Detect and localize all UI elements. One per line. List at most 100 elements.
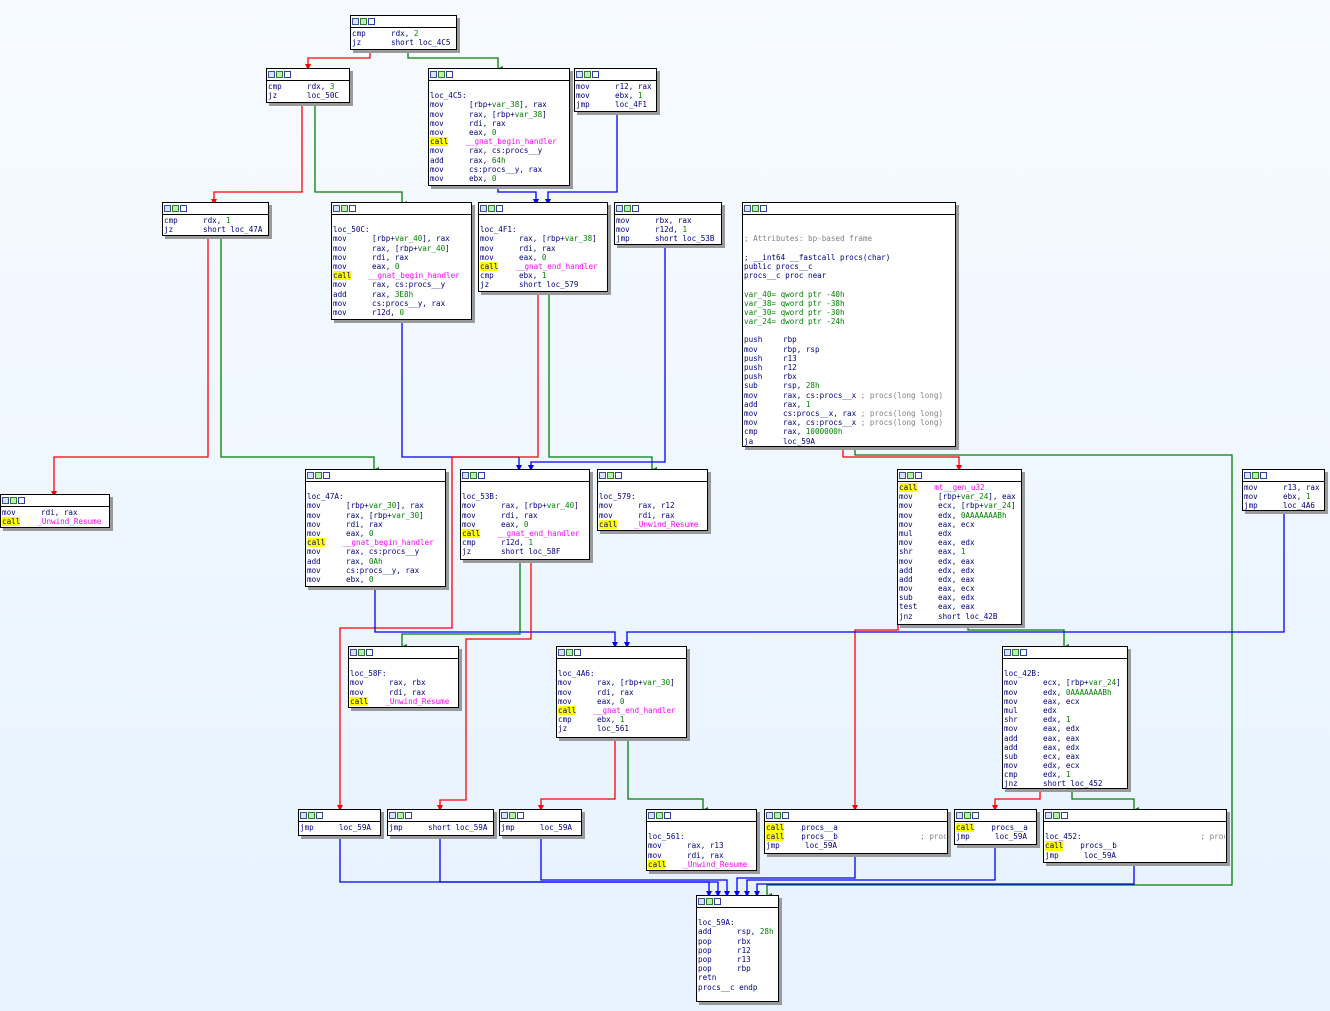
graph-icon[interactable] [470,472,477,479]
label-text[interactable]: loc_561: [648,832,685,842]
graph-icon[interactable] [607,472,614,479]
graph-icon[interactable] [584,71,591,78]
graph-icon[interactable] [276,71,283,78]
function-ref[interactable]: mt__gen_u32 [934,483,985,492]
graph-icon[interactable] [509,812,516,819]
text-view-icon[interactable] [574,649,581,656]
text-view-icon[interactable] [632,205,639,212]
graph-icon[interactable] [656,812,663,819]
text-view-icon[interactable] [180,205,187,212]
text-view-icon[interactable] [782,812,789,819]
graph-icon[interactable] [315,472,322,479]
color-icon[interactable] [766,812,773,819]
graph-icon[interactable] [397,812,404,819]
color-icon[interactable] [333,205,340,212]
graph-icon[interactable] [358,649,365,656]
color-icon[interactable] [389,812,396,819]
graph-icon[interactable] [566,649,573,656]
text-view-icon[interactable] [517,812,524,819]
text-view-icon[interactable] [316,812,323,819]
text-view-icon[interactable] [284,71,291,78]
color-icon[interactable] [462,472,469,479]
text-view-icon[interactable] [323,472,330,479]
color-icon[interactable] [616,205,623,212]
graph-icon[interactable] [624,205,631,212]
text-view-icon[interactable] [478,472,485,479]
function-ref[interactable]: _Unwind_Resume [37,517,102,527]
color-icon[interactable] [576,71,583,78]
text-view-icon[interactable] [714,898,721,905]
graph-icon[interactable] [774,812,781,819]
function-ref[interactable]: __gnat_begin_handler [465,137,557,147]
color-icon[interactable] [648,812,655,819]
text-view-icon[interactable] [446,71,453,78]
color-icon[interactable] [956,812,963,819]
color-icon[interactable] [300,812,307,819]
label-text[interactable]: loc_59A: [698,918,735,928]
color-icon[interactable] [268,71,275,78]
text-view-icon[interactable] [18,497,25,504]
graph-icon[interactable] [488,205,495,212]
color-icon[interactable] [744,205,751,212]
graph-icon[interactable] [341,205,348,212]
color-icon[interactable] [350,649,357,656]
color-icon[interactable] [2,497,9,504]
graph-icon[interactable] [1012,649,1019,656]
function-ref[interactable]: __gnat_end_handler [593,705,676,715]
graph-icon[interactable] [1053,812,1060,819]
color-icon[interactable] [1045,812,1052,819]
color-icon[interactable] [430,71,437,78]
text-view-icon[interactable] [760,205,767,212]
function-ref[interactable]: __gnat_end_handler [515,261,598,271]
graph-icon[interactable] [10,497,17,504]
text-view-icon[interactable] [368,18,375,25]
graph-icon[interactable] [1252,472,1259,479]
text-view-icon[interactable] [664,812,671,819]
text-view-icon[interactable] [1061,812,1068,819]
graph-icon[interactable] [438,71,445,78]
graph-icon[interactable] [706,898,713,905]
color-icon[interactable] [164,205,171,212]
text-view-icon[interactable] [615,472,622,479]
color-icon[interactable] [1244,472,1251,479]
color-icon[interactable] [899,472,906,479]
color-icon[interactable] [307,472,314,479]
color-icon[interactable] [1004,649,1011,656]
text-view-icon[interactable] [592,71,599,78]
graph-icon[interactable] [360,18,367,25]
text-view-icon[interactable] [1260,472,1267,479]
function-ref[interactable]: __gnat_end_handler [497,528,580,538]
label-text[interactable]: loc_47A: [307,492,344,502]
function-ref[interactable]: __gnat_begin_handler [342,538,434,548]
color-icon[interactable] [501,812,508,819]
label-text[interactable]: loc_50C: [333,225,370,235]
label-text[interactable]: loc_42B: [1004,669,1041,679]
text-view-icon[interactable] [349,205,356,212]
label-text[interactable]: loc_579: [599,492,636,502]
function-ref[interactable]: _Unwind_Resume [385,696,450,706]
function-ref[interactable]: __gnat_begin_handler [368,271,460,281]
color-icon[interactable] [558,649,565,656]
label-text[interactable]: loc_4C5: [430,91,467,101]
